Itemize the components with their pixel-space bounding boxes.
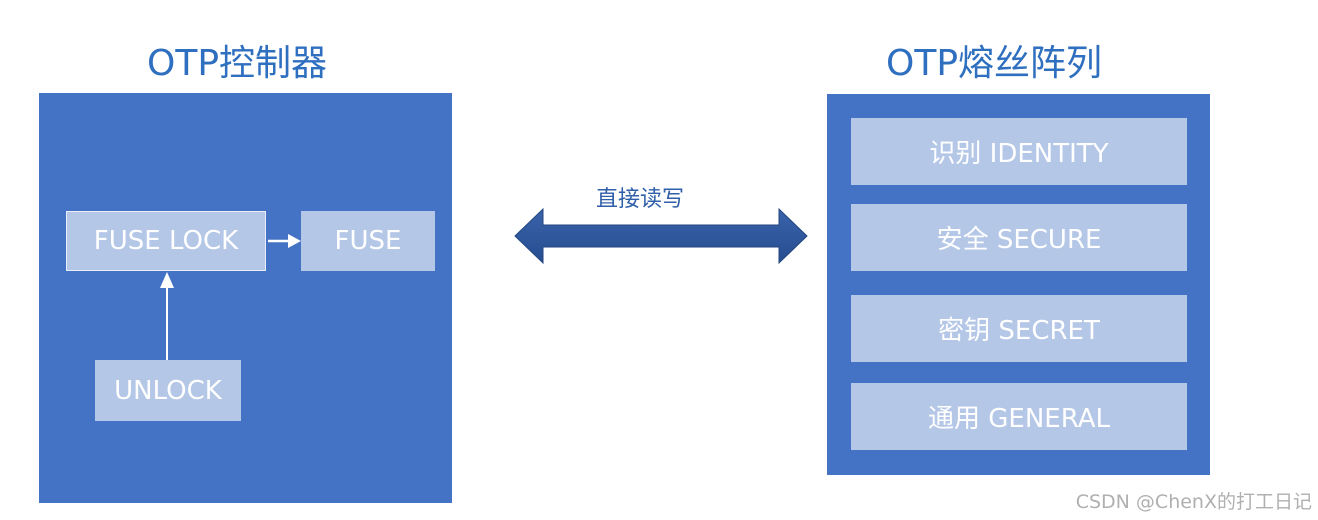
fuse-lock-box: FUSE LOCK (66, 211, 266, 271)
fuse-array-title: OTP熔丝阵列 (886, 43, 1103, 84)
bidirectional-arrow (514, 207, 808, 265)
unlock-box: UNLOCK (95, 360, 241, 421)
secure-region: 安全 SECURE (851, 204, 1187, 271)
fuse-box: FUSE (301, 211, 435, 271)
read-write-label: 直接读写 (596, 187, 685, 212)
identity-region: 识别 IDENTITY (851, 118, 1187, 185)
controller-panel (39, 93, 452, 503)
secret-region: 密钥 SECRET (851, 295, 1187, 362)
watermark: CSDN @ChenX的打工日记 (1075, 491, 1312, 513)
general-region: 通用 GENERAL (851, 383, 1187, 450)
controller-title: OTP控制器 (147, 43, 328, 84)
